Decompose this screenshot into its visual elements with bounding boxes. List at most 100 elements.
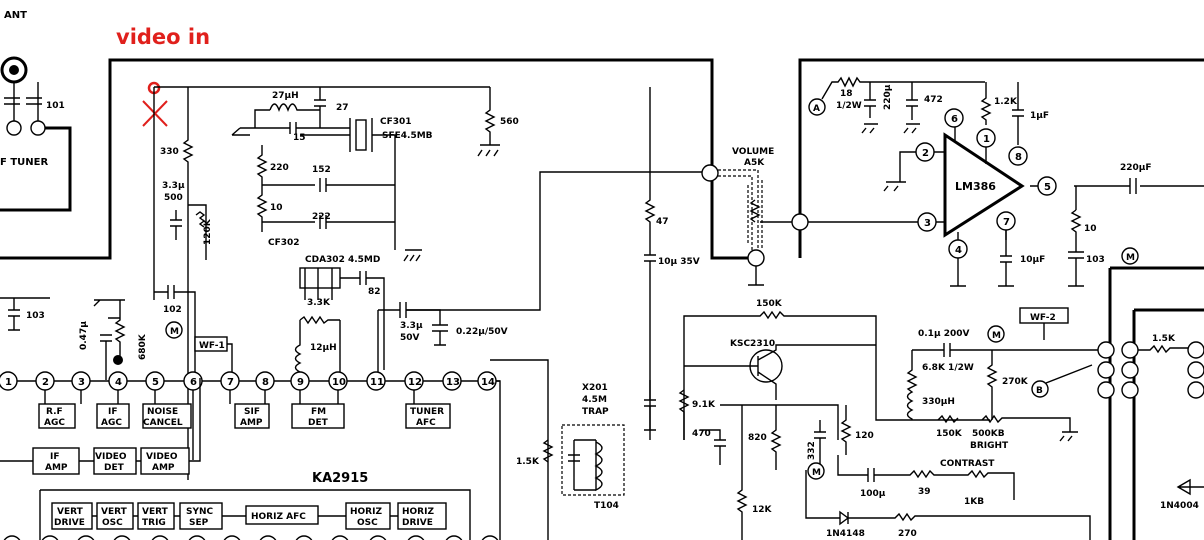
svg-text:1.5K: 1.5K <box>516 457 540 467</box>
marker-m-icon <box>987 325 1005 343</box>
svg-text:WF-2: WF-2 <box>1030 313 1056 323</box>
svg-text:15: 15 <box>293 133 306 143</box>
marker-m-icon <box>1121 247 1139 265</box>
svg-text:9: 9 <box>297 377 304 388</box>
connector-grid <box>1097 341 1204 399</box>
svg-text:DRIVE: DRIVE <box>54 518 85 528</box>
antenna-center-icon <box>9 65 19 75</box>
svg-text:13: 13 <box>446 377 460 388</box>
svg-text:2: 2 <box>922 148 929 159</box>
svg-text:5: 5 <box>152 377 159 388</box>
r560 <box>477 87 500 157</box>
svg-text:150K: 150K <box>756 299 783 309</box>
svg-text:270: 270 <box>898 529 917 539</box>
svg-text:500: 500 <box>164 193 183 203</box>
shield-border-right <box>798 58 1204 258</box>
svg-text:AMP: AMP <box>45 463 68 473</box>
svg-text:12µH: 12µH <box>310 343 337 353</box>
svg-text:103: 103 <box>26 311 45 321</box>
svg-text:472: 472 <box>924 95 943 105</box>
svg-text:AMP: AMP <box>152 463 175 473</box>
svg-text:7: 7 <box>227 377 234 388</box>
marker-a-icon <box>808 98 826 116</box>
tuner-box <box>0 126 72 212</box>
svg-text:14: 14 <box>481 377 495 388</box>
lm386-op-amp <box>943 132 1025 238</box>
svg-text:10µ 35V: 10µ 35V <box>658 257 700 267</box>
c-r-network <box>170 204 207 260</box>
svg-text:FM: FM <box>311 407 326 417</box>
svg-text:0.22µ/50V: 0.22µ/50V <box>456 327 508 337</box>
ant-label: ANT <box>4 10 27 21</box>
cf302-network <box>256 145 395 232</box>
svg-text:CF301: CF301 <box>380 117 412 127</box>
volume-terminal-1 <box>701 164 719 182</box>
svg-text:VERT: VERT <box>142 507 169 517</box>
svg-text:820: 820 <box>748 433 767 443</box>
svg-text:IF: IF <box>108 407 118 417</box>
cut-mark-icon <box>142 100 168 127</box>
svg-text:3.3K: 3.3K <box>307 298 331 308</box>
svg-text:18: 18 <box>840 89 853 99</box>
svg-text:0.1µ 200V: 0.1µ 200V <box>918 329 969 339</box>
svg-text:8: 8 <box>1015 152 1022 163</box>
svg-text:M: M <box>992 331 1001 341</box>
svg-text:220µF: 220µF <box>1120 163 1152 173</box>
svg-text:3: 3 <box>78 377 85 388</box>
svg-text:0.47µ: 0.47µ <box>79 321 89 350</box>
svg-text:R.F: R.F <box>46 407 63 417</box>
svg-text:10: 10 <box>1084 224 1097 234</box>
svg-text:330: 330 <box>160 147 179 157</box>
svg-text:VIDEO: VIDEO <box>95 452 127 462</box>
tuner-label: F TUNER <box>0 157 48 168</box>
ground-icon <box>231 127 250 136</box>
svg-text:IF: IF <box>50 452 60 462</box>
svg-text:TRAP: TRAP <box>582 407 609 417</box>
svg-text:9.1K: 9.1K <box>692 400 716 410</box>
svg-text:5: 5 <box>1044 182 1051 193</box>
ic-pins: 1 2 3 4 5 6 7 8 9 10 11 12 13 14 <box>0 371 497 391</box>
svg-text:TUNER: TUNER <box>410 407 444 417</box>
svg-text:100µ: 100µ <box>860 489 886 499</box>
t104-trap-box <box>561 424 625 496</box>
svg-text:332: 332 <box>807 441 817 460</box>
svg-text:SYNC: SYNC <box>186 507 214 517</box>
svg-text:HORIZ: HORIZ <box>350 507 382 517</box>
volume-terminal-3 <box>747 249 765 267</box>
svg-text:A5K: A5K <box>744 158 765 168</box>
svg-text:3: 3 <box>924 218 931 229</box>
svg-text:M: M <box>812 468 821 478</box>
svg-text:WF-1: WF-1 <box>199 341 225 351</box>
svg-text:12K: 12K <box>752 505 773 515</box>
svg-text:A: A <box>813 104 820 114</box>
svg-text:1: 1 <box>983 134 990 145</box>
ic-name: KA2915 <box>312 471 368 486</box>
ground-icon <box>883 151 916 192</box>
svg-text:2: 2 <box>42 377 49 388</box>
cf301-crystal <box>355 119 367 151</box>
svg-text:OSC: OSC <box>357 518 378 528</box>
svg-text:10µF: 10µF <box>1020 255 1045 265</box>
svg-text:M: M <box>170 327 179 337</box>
r330 <box>182 87 194 480</box>
svg-text:12: 12 <box>408 377 422 388</box>
svg-text:1µF: 1µF <box>1030 111 1049 121</box>
svg-text:4.5M: 4.5M <box>582 395 607 405</box>
svg-text:OSC: OSC <box>102 518 123 528</box>
svg-text:HORIZ AFC: HORIZ AFC <box>251 512 306 522</box>
r47-c10 <box>644 87 656 431</box>
tuner-caps <box>4 82 42 125</box>
svg-text:500KB: 500KB <box>972 429 1005 439</box>
svg-text:222: 222 <box>312 212 331 222</box>
svg-text:SEP: SEP <box>189 518 209 528</box>
l27-network <box>240 87 350 134</box>
svg-text:DET: DET <box>104 463 125 473</box>
svg-text:1KB: 1KB <box>964 497 984 507</box>
volume-terminal-2 <box>791 213 809 231</box>
svg-text:KSC2310: KSC2310 <box>730 339 775 349</box>
svg-text:B: B <box>1036 386 1043 396</box>
svg-text:7: 7 <box>1003 217 1010 228</box>
svg-text:BRIGHT: BRIGHT <box>970 441 1009 451</box>
svg-text:VERT: VERT <box>57 507 84 517</box>
